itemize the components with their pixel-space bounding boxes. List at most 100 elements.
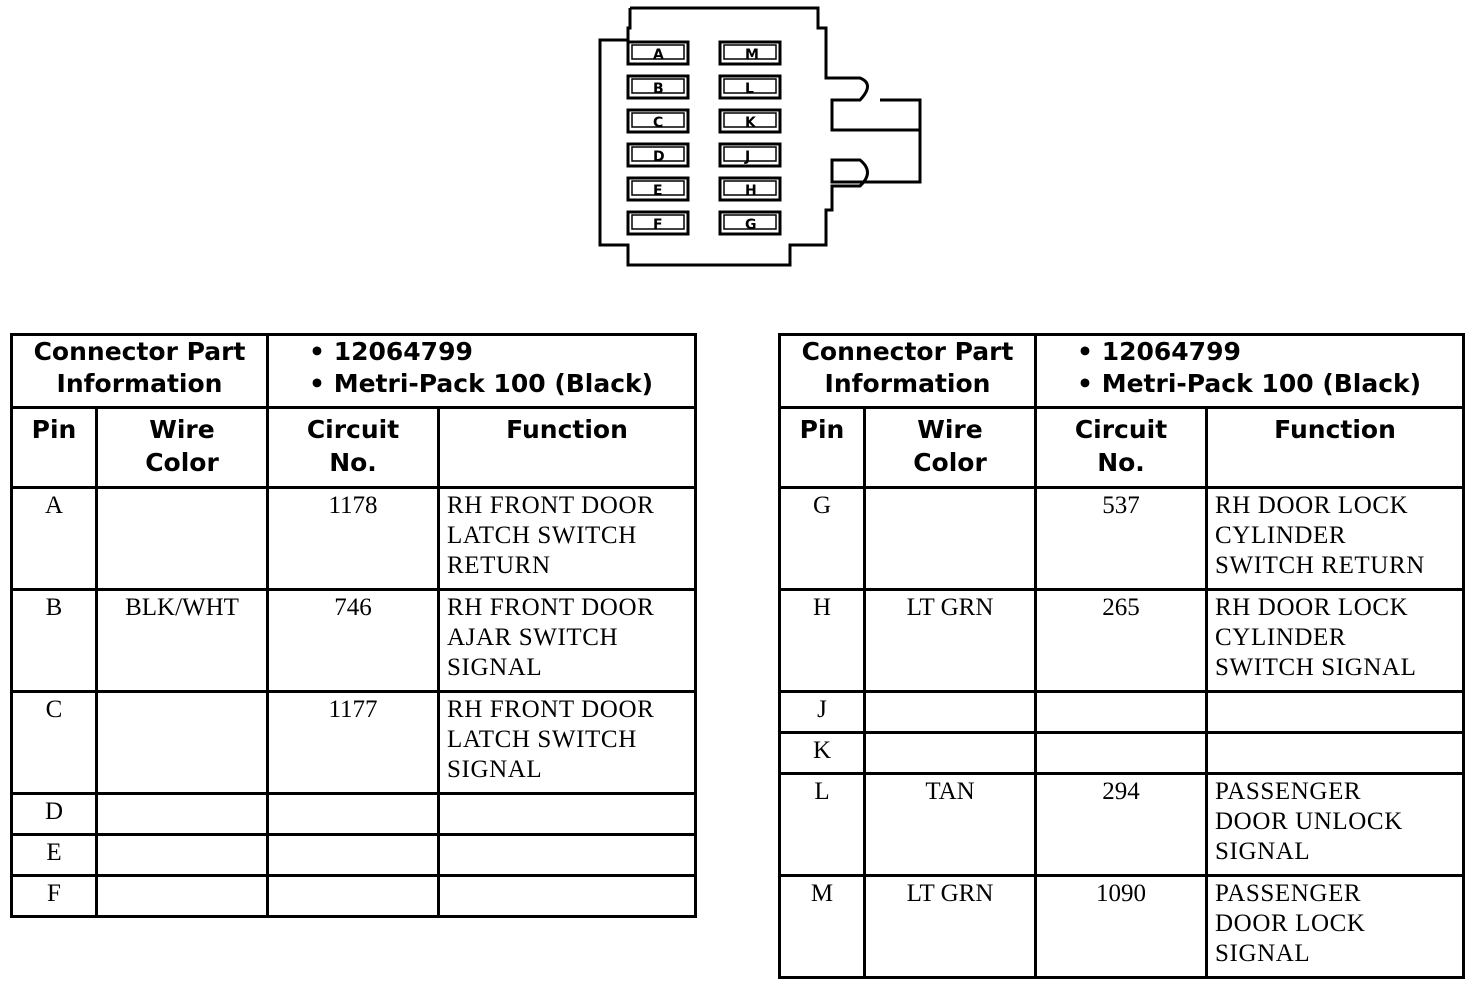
column-header-wire-color: Wire Color bbox=[94, 406, 270, 489]
connector-pin-label: E bbox=[653, 183, 663, 199]
wire-color-cell bbox=[94, 833, 270, 877]
wire-color-cell bbox=[94, 690, 270, 795]
connector-pin-cavity-m: M bbox=[718, 40, 782, 66]
pin-cell: K bbox=[778, 731, 866, 775]
circuit-cell bbox=[266, 833, 441, 877]
pin-cell: E bbox=[10, 833, 98, 877]
connector-pin-cavity-b: B bbox=[626, 74, 690, 100]
circuit-cell: 294 bbox=[1034, 772, 1209, 877]
column-header-function: Function bbox=[437, 406, 698, 489]
pin-cell: H bbox=[778, 588, 866, 693]
right-pin-column: M L KJH G bbox=[718, 40, 782, 236]
wire-color-cell bbox=[862, 690, 1038, 734]
connector-pin-label: F bbox=[653, 217, 663, 233]
pinout-table-right: Connector Part Information 12064799 Metr… bbox=[777, 333, 1466, 979]
connector-part-info-values: 12064799 Metri-Pack 100 (Black) bbox=[1034, 333, 1466, 409]
connector-pin-label: D bbox=[653, 149, 665, 165]
wire-color-cell bbox=[94, 874, 270, 918]
part-number: 12064799 bbox=[309, 338, 693, 369]
pin-cell: M bbox=[778, 874, 866, 979]
part-type: Metri-Pack 100 (Black) bbox=[1077, 368, 1461, 400]
connector-pin-cavity-j: J bbox=[718, 142, 782, 168]
connector-pin-label: M bbox=[745, 47, 759, 63]
part-number: 12064799 bbox=[1077, 338, 1461, 369]
pin-cell: F bbox=[10, 874, 98, 918]
connector-pin-label: A bbox=[653, 47, 664, 63]
wire-color-cell: TAN bbox=[862, 772, 1038, 877]
connector-part-info-label: Connector Part Information bbox=[9, 333, 270, 409]
column-header-pin: Pin bbox=[10, 406, 98, 489]
connector-pin-cavity-c: C bbox=[626, 108, 690, 134]
pin-cell: B bbox=[10, 588, 98, 693]
connector-pin-cavity-a: A bbox=[626, 40, 690, 66]
column-header-circuit: Circuit No. bbox=[1034, 406, 1209, 489]
table-row: E bbox=[10, 833, 698, 877]
function-cell bbox=[437, 833, 698, 877]
connector-housing-outline bbox=[630, 6, 922, 132]
left-pin-column: A B C D E F bbox=[626, 40, 690, 236]
circuit-cell bbox=[266, 792, 441, 836]
circuit-cell: 1177 bbox=[266, 690, 441, 795]
connector-latch-outline bbox=[598, 8, 922, 267]
function-cell bbox=[1205, 690, 1466, 734]
function-cell bbox=[437, 874, 698, 918]
connector-pin-cavity-f: F bbox=[626, 210, 690, 236]
function-cell: RH DOOR LOCK CYLINDER SWITCH RETURN bbox=[1205, 486, 1466, 591]
wire-color-cell: LT GRN bbox=[862, 874, 1038, 979]
connector-part-info-values: 12064799 Metri-Pack 100 (Black) bbox=[266, 333, 698, 409]
function-cell bbox=[1205, 731, 1466, 775]
circuit-cell bbox=[1034, 690, 1209, 734]
wire-color-cell bbox=[862, 486, 1038, 591]
column-header-wire-color: Wire Color bbox=[862, 406, 1038, 489]
column-header-pin: Pin bbox=[778, 406, 866, 489]
connector-pin-cavity-g: G bbox=[718, 210, 782, 236]
connector-pin-label: C bbox=[653, 115, 663, 131]
circuit-cell bbox=[266, 874, 441, 918]
pin-cell: L bbox=[778, 772, 866, 877]
connector-pin-cavity-k: K bbox=[718, 108, 782, 134]
connector-pin-label: B bbox=[653, 81, 664, 97]
connector-pin-label: L bbox=[745, 81, 754, 97]
pin-cell: J bbox=[778, 690, 866, 734]
connector-pin-label: G bbox=[745, 217, 757, 233]
connector-pin-cavity-d: D bbox=[626, 142, 690, 168]
pinout-table-left: Connector Part Information 12064799 Metr… bbox=[9, 333, 698, 918]
table-row: K bbox=[778, 731, 1466, 775]
circuit-cell: 746 bbox=[266, 588, 441, 693]
wire-color-cell bbox=[94, 486, 270, 591]
circuit-cell: 1178 bbox=[266, 486, 441, 591]
function-cell: PASSENGER DOOR UNLOCK SIGNAL bbox=[1205, 772, 1466, 877]
connector-pin-label: H bbox=[745, 183, 757, 199]
connector-pin-cavity-l: L bbox=[718, 74, 782, 100]
function-cell: RH FRONT DOOR LATCH SWITCH RETURN bbox=[437, 486, 698, 591]
pin-cell: D bbox=[10, 792, 98, 836]
function-cell: PASSENGER DOOR LOCK SIGNAL bbox=[1205, 874, 1466, 979]
pin-cell: G bbox=[778, 486, 866, 591]
pin-cell: C bbox=[10, 690, 98, 795]
wire-color-cell bbox=[862, 731, 1038, 775]
connector-part-info-label: Connector Part Information bbox=[777, 333, 1038, 409]
part-type: Metri-Pack 100 (Black) bbox=[309, 368, 693, 400]
pin-cell: A bbox=[10, 486, 98, 591]
circuit-cell: 265 bbox=[1034, 588, 1209, 693]
circuit-cell: 1090 bbox=[1034, 874, 1209, 979]
function-cell bbox=[437, 792, 698, 836]
wire-color-cell: BLK/WHT bbox=[94, 588, 270, 693]
function-cell: RH DOOR LOCK CYLINDER SWITCH SIGNAL bbox=[1205, 588, 1466, 693]
connector-face-diagram: A B C D E F M L KJH G bbox=[598, 6, 922, 267]
connector-pin-label: K bbox=[745, 115, 757, 131]
function-cell: RH FRONT DOOR LATCH SWITCH SIGNAL bbox=[437, 690, 698, 795]
wire-color-cell: LT GRN bbox=[862, 588, 1038, 693]
circuit-cell: 537 bbox=[1034, 486, 1209, 591]
table-row: D bbox=[10, 792, 698, 836]
column-header-circuit: Circuit No. bbox=[266, 406, 441, 489]
table-row: J bbox=[778, 690, 1466, 734]
connector-pin-cavity-h: H bbox=[718, 176, 782, 202]
